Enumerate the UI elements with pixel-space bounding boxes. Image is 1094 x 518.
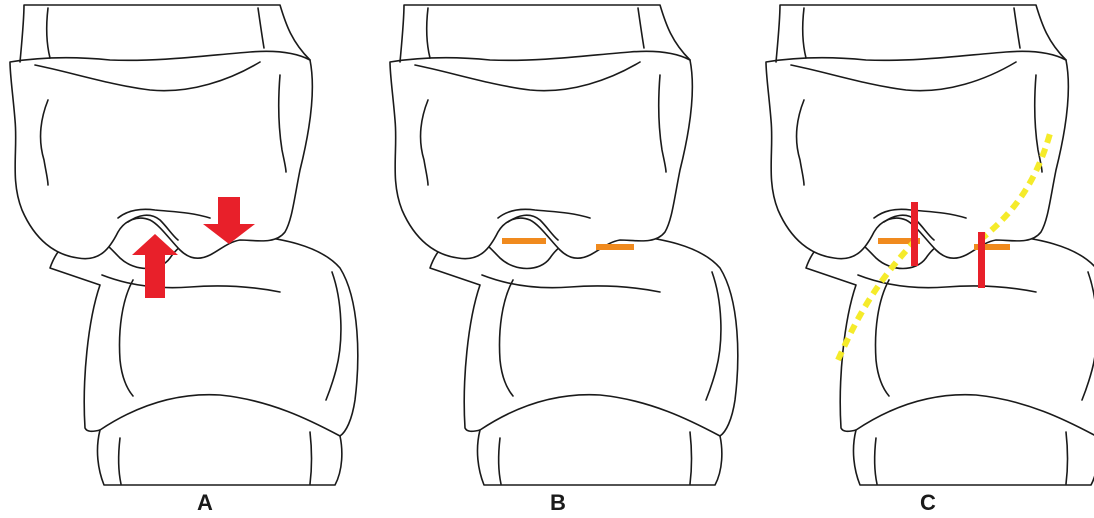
panel-label-b: B — [550, 490, 566, 515]
panel-b — [390, 5, 738, 485]
panel-a — [10, 5, 358, 485]
panel-c — [766, 5, 1094, 485]
joint-drawing-a — [10, 5, 358, 485]
joint-drawing-c — [766, 5, 1094, 485]
joint-drawing-b — [390, 5, 738, 485]
axis-marker-left — [911, 202, 918, 266]
panel-label-a: A — [197, 490, 213, 515]
joint-surface-mark-left — [502, 238, 546, 244]
joint-surface-mark-right — [596, 244, 634, 250]
panel-label-c: C — [920, 490, 936, 515]
axis-marker-right — [978, 232, 985, 288]
